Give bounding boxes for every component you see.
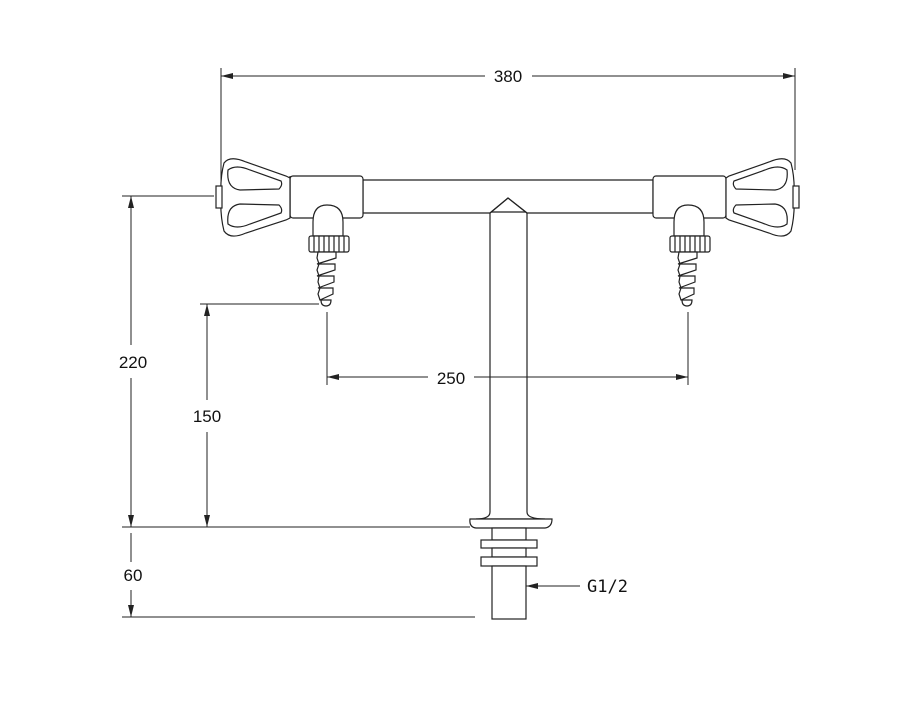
faucet-crossbar [362, 179, 654, 214]
dimension-thread-callout: G1/2 [526, 577, 628, 597]
left-handle [215, 158, 291, 237]
dim-label-220: 220 [119, 353, 147, 372]
faucet-column [475, 211, 546, 520]
dim-label-60: 60 [124, 566, 143, 585]
faucet-body [215, 158, 800, 620]
left-nozzle [308, 204, 350, 307]
dim-label-250: 250 [437, 369, 465, 388]
dim-label-380: 380 [494, 67, 522, 86]
base-flange [469, 518, 553, 529]
right-handle [725, 158, 800, 237]
thread-label-g1-2: G1/2 [587, 577, 628, 597]
dimension-nozzle-spacing: 250 [326, 312, 689, 388]
mounting-shank [480, 527, 538, 620]
right-nozzle [669, 204, 711, 307]
dimension-height-150: 150 [193, 303, 319, 527]
crossbar-tee-join [489, 197, 528, 214]
dimension-overall-width: 380 [220, 67, 796, 182]
dimension-shank-60: 60 [122, 533, 475, 618]
dimension-height-220: 220 [119, 195, 470, 528]
dim-label-150: 150 [193, 407, 221, 426]
